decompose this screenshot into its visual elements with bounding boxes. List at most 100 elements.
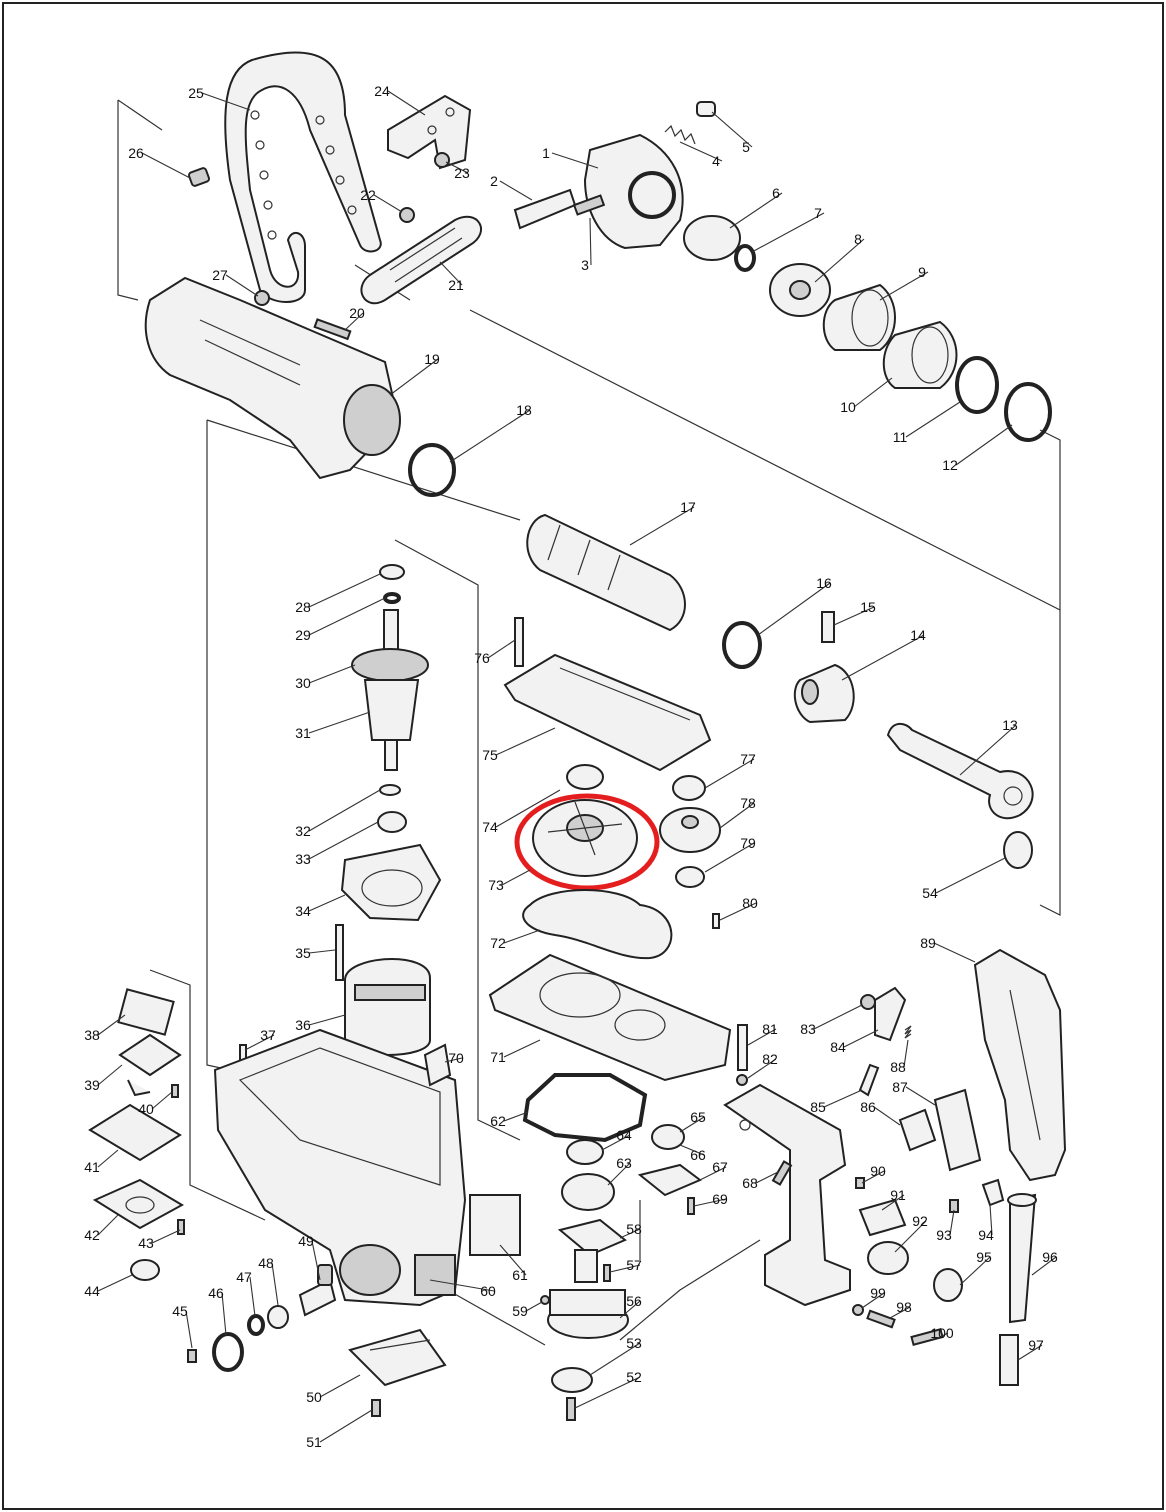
callout-23: 23 <box>454 165 470 181</box>
cord-guard-96 <box>1007 1193 1037 1324</box>
callout-48: 48 <box>258 1255 274 1271</box>
leader-line-84 <box>843 1029 879 1048</box>
callout-56: 56 <box>626 1293 642 1309</box>
callout-21: 21 <box>448 277 464 293</box>
pin-15 <box>821 611 835 643</box>
leader-line-59 <box>525 1301 543 1312</box>
callout-9: 9 <box>918 264 926 280</box>
callout-87: 87 <box>892 1079 908 1095</box>
cylinder-17 <box>526 513 686 632</box>
leader-line-4 <box>679 141 723 162</box>
callout-91: 91 <box>890 1187 906 1203</box>
callout-96: 96 <box>1042 1249 1058 1265</box>
callout-1: 1 <box>542 145 550 161</box>
rear-handle-66 <box>723 1083 851 1307</box>
leader-line-41 <box>97 1149 119 1168</box>
callout-34: 34 <box>295 903 311 919</box>
screw-76 <box>514 617 524 667</box>
leader-line-29 <box>308 597 386 636</box>
leader-line-28 <box>308 573 381 608</box>
callout-84: 84 <box>830 1039 846 1055</box>
ring-11 <box>955 356 999 414</box>
leader-line-75 <box>495 727 556 756</box>
callout-89: 89 <box>920 935 936 951</box>
callout-37: 37 <box>260 1027 276 1043</box>
callout-64: 64 <box>616 1127 632 1143</box>
connecting-rod-13 <box>886 722 1034 820</box>
gear-78 <box>659 807 721 853</box>
callout-72: 72 <box>490 935 506 951</box>
callout-73: 73 <box>488 877 504 893</box>
leader-line-94 <box>989 1204 993 1236</box>
leader-line-93 <box>949 1209 955 1236</box>
callout-44: 44 <box>84 1283 100 1299</box>
leader-line-23 <box>445 161 469 174</box>
leader-line-43 <box>151 1229 181 1244</box>
leader-line-30 <box>308 664 356 684</box>
crank-gear-73 <box>532 799 638 877</box>
gasket-58 <box>557 1218 627 1257</box>
leader-line-25 <box>201 92 251 111</box>
switch-trigger-84 <box>874 986 907 1042</box>
leader-line-9 <box>879 271 929 301</box>
callout-82: 82 <box>762 1051 778 1067</box>
leader-line-38 <box>97 1014 126 1036</box>
callout-2: 2 <box>490 173 498 189</box>
leader-line-35 <box>308 949 336 954</box>
pin-59 <box>540 1295 550 1305</box>
leader-line-85 <box>823 1089 863 1108</box>
callout-13: 13 <box>1002 717 1018 733</box>
leader-line-81 <box>747 1028 777 1046</box>
washer-32 <box>379 784 401 796</box>
gear-housing-19 <box>144 276 401 480</box>
ring-12 <box>1004 382 1052 442</box>
label-61 <box>469 1194 521 1256</box>
leader-line-54 <box>935 857 1006 894</box>
housing-cover-75 <box>503 653 712 772</box>
cone-8 <box>769 263 831 317</box>
grip-21 <box>360 215 482 305</box>
leader-line-76 <box>487 639 516 659</box>
callout-61: 61 <box>512 1267 528 1283</box>
bearing-79 <box>675 866 705 888</box>
noise-filter-92 <box>867 1241 909 1275</box>
ring-7 <box>734 244 756 272</box>
leader-line-100 <box>937 1332 949 1339</box>
callout-4: 4 <box>712 153 720 169</box>
callout-17: 17 <box>680 499 696 515</box>
crank-shaft-56 <box>547 1249 629 1339</box>
cap-44 <box>130 1259 160 1281</box>
callout-26: 26 <box>128 145 144 161</box>
callout-39: 39 <box>84 1077 100 1093</box>
callout-98: 98 <box>896 1299 912 1315</box>
callout-47: 47 <box>236 1269 252 1285</box>
callout-49: 49 <box>298 1233 314 1249</box>
leader-line-69 <box>693 1198 727 1207</box>
leader-line-36 <box>308 1014 346 1026</box>
leader-line-1 <box>551 152 599 169</box>
callout-22: 22 <box>360 187 376 203</box>
plate-70 <box>423 1043 452 1087</box>
callout-94: 94 <box>978 1227 994 1243</box>
callout-88: 88 <box>890 1059 906 1075</box>
callout-78: 78 <box>740 795 756 811</box>
gasket-38 <box>117 988 175 1036</box>
highlight-circle-73 <box>514 793 660 891</box>
callout-65: 65 <box>690 1109 706 1125</box>
cord-97 <box>999 1334 1019 1386</box>
bearing-33 <box>377 811 407 833</box>
callout-97: 97 <box>1028 1337 1044 1353</box>
cover-42 <box>92 1178 185 1230</box>
leader-line-90 <box>861 1170 885 1184</box>
callout-16: 16 <box>816 575 832 591</box>
callout-92: 92 <box>912 1213 928 1229</box>
leader-line-74 <box>495 789 561 828</box>
leader-line-47 <box>249 1276 256 1317</box>
leader-line-2 <box>499 180 533 201</box>
leader-line-34 <box>308 894 346 912</box>
leader-line-95 <box>959 1256 991 1286</box>
crank-housing <box>213 1028 467 1307</box>
ring-6 <box>683 215 741 261</box>
leader-line-32 <box>308 789 381 832</box>
